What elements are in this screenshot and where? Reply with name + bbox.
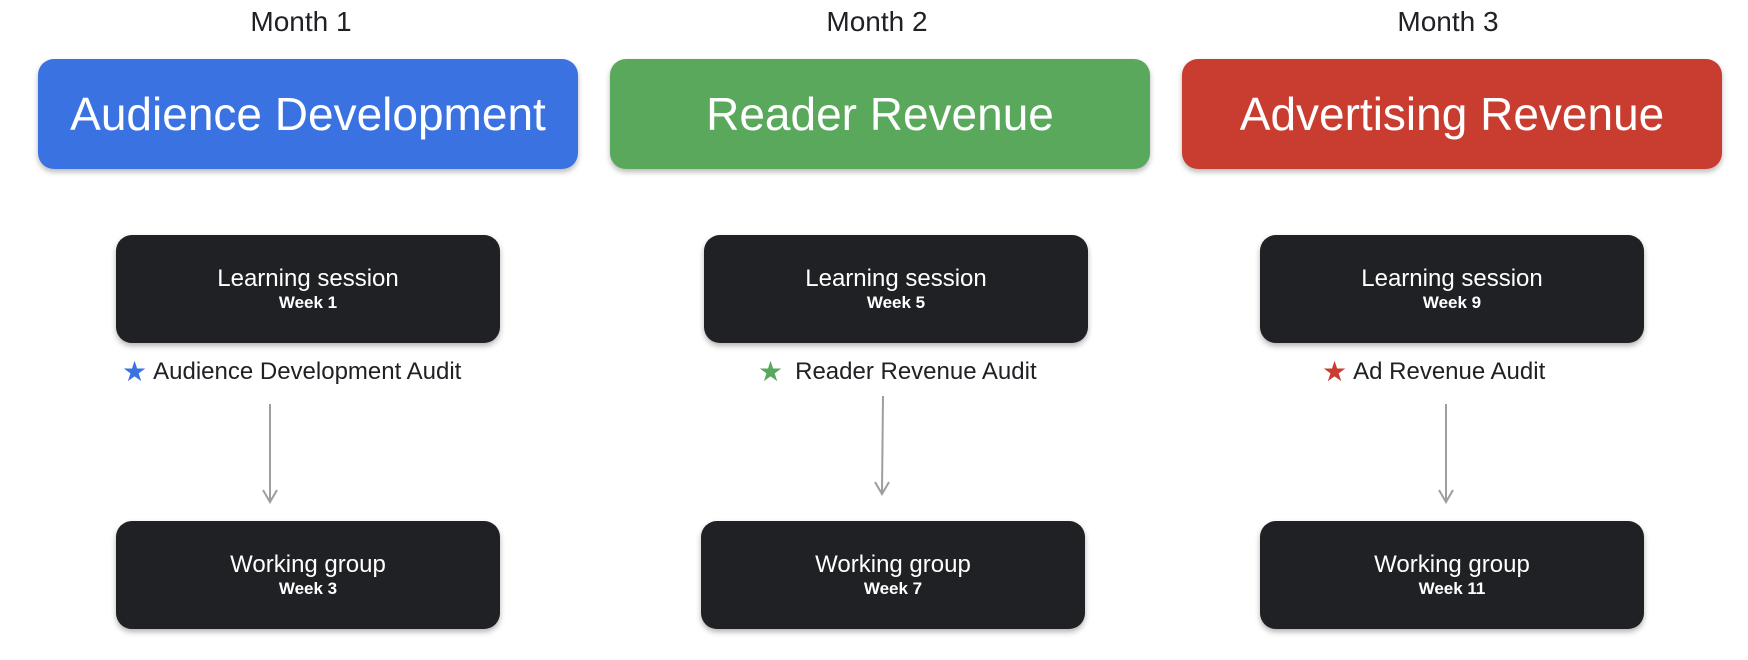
- learning-session-week: Week 1: [278, 293, 338, 312]
- column-month-3: Month 3 Advertising Revenue Learning ses…: [1182, 0, 1722, 660]
- audit-label: Reader Revenue Audit: [795, 358, 1037, 385]
- working-group-box: Working group Week 3: [116, 521, 500, 629]
- arrow-down-icon: [1438, 404, 1454, 504]
- month-label: Month 3: [1397, 6, 1499, 37]
- star-icon: ★: [1322, 356, 1348, 387]
- audit-item: ★ Reader Revenue Audit: [758, 355, 1037, 389]
- month-label: Month 1: [250, 6, 352, 37]
- working-group-title: Working group: [1374, 551, 1530, 578]
- learning-session-title: Learning session: [1361, 265, 1543, 292]
- audit-item: ★ Ad Revenue Audit: [1322, 355, 1545, 389]
- column-month-2: Month 2 Reader Revenue Learning session …: [610, 0, 1150, 660]
- learning-session-box: Learning session Week 9: [1260, 235, 1644, 343]
- working-group-week: Week 11: [1418, 579, 1486, 598]
- column-month-1: Month 1 Audience Development Learning se…: [38, 0, 578, 660]
- audit-label: Audience Development Audit: [153, 358, 462, 385]
- learning-session-week: Week 5: [866, 293, 926, 312]
- learning-session-title: Learning session: [217, 265, 399, 292]
- month-label: Month 2: [826, 6, 928, 37]
- learning-session-box: Learning session Week 1: [116, 235, 500, 343]
- star-icon: ★: [758, 356, 784, 387]
- banner-reader-revenue: Reader Revenue: [610, 59, 1150, 169]
- working-group-week: Week 7: [863, 579, 923, 598]
- audit-item: ★ Audience Development Audit: [122, 355, 461, 389]
- banner-advertising-revenue: Advertising Revenue: [1182, 59, 1722, 169]
- learning-session-week: Week 9: [1422, 293, 1482, 312]
- working-group-box: Working group Week 11: [1260, 521, 1644, 629]
- working-group-title: Working group: [815, 551, 971, 578]
- arrow-down-icon: [874, 396, 890, 496]
- working-group-box: Working group Week 7: [701, 521, 1085, 629]
- learning-session-title: Learning session: [805, 265, 987, 292]
- working-group-week: Week 3: [278, 579, 338, 598]
- arrow-down-icon: [262, 404, 278, 504]
- learning-session-box: Learning session Week 5: [704, 235, 1088, 343]
- star-icon: ★: [122, 356, 148, 387]
- audit-label: Ad Revenue Audit: [1353, 358, 1546, 385]
- banner-audience-development: Audience Development: [38, 59, 578, 169]
- working-group-title: Working group: [230, 551, 386, 578]
